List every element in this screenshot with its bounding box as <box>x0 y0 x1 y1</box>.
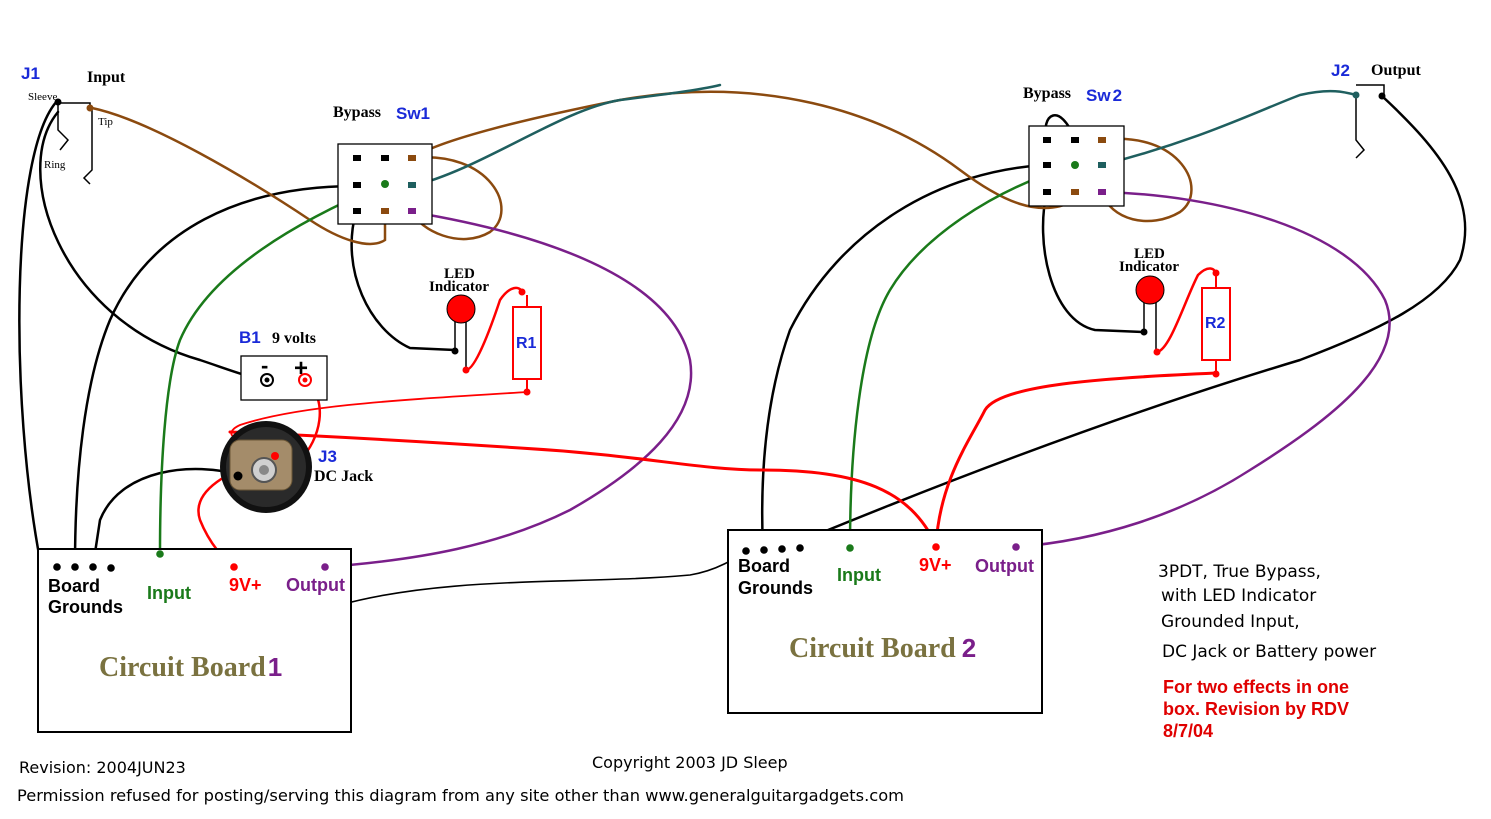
wire-j1-ring-battery <box>39 110 269 382</box>
board2-grounds-line2: Grounds <box>738 578 813 598</box>
wire-sw2-ground <box>761 163 1049 552</box>
wire-brown-sw1-loop <box>410 156 503 241</box>
wire-teal-sw1-sw2 <box>410 83 722 188</box>
j3-ref: J3 <box>318 447 337 466</box>
j1-sleeve-label: Sleeve <box>28 91 57 103</box>
wire-teal-sw2-j2 <box>1100 89 1358 167</box>
led1 <box>446 294 476 374</box>
r2-ref: R2 <box>1205 315 1226 332</box>
wire-j1-sleeve-ground <box>18 98 60 569</box>
jack-j2 <box>1355 84 1385 159</box>
notes-red2: box. Revision by RDV <box>1163 699 1349 719</box>
led2-label-line1: LED <box>1134 246 1165 262</box>
board1-grounds-line1: Board <box>48 576 100 596</box>
wire-red-r1-bus <box>230 391 528 441</box>
wire-sw1-led1 <box>350 210 457 352</box>
notes-line3: Grounded Input, <box>1161 612 1300 632</box>
led2-label-line2: Indicator <box>1119 259 1179 275</box>
circuit-board-2 <box>727 529 1043 714</box>
board1-9v-label: 9V+ <box>229 575 262 595</box>
resistor-r1 <box>512 288 542 396</box>
b1-ref: B1 <box>239 328 261 347</box>
revision-text: Revision: 2004JUN23 <box>19 758 186 777</box>
j2-title: Output <box>1371 62 1421 79</box>
j1-tip-label: Tip <box>98 116 113 128</box>
b1-minus: - <box>261 353 268 378</box>
wire-green-sw1-input <box>158 182 387 555</box>
wire-brown-tip-sw1 <box>90 106 387 246</box>
sw1-title: Bypass <box>333 104 381 121</box>
r1-ref: R1 <box>516 335 537 352</box>
j2-sleeve-terminal <box>1378 92 1386 100</box>
board2-input-label: Input <box>837 565 881 585</box>
board1-grounds-line2: Grounds <box>48 597 123 617</box>
j1-ref: J1 <box>21 64 40 83</box>
notes-red3: 8/7/04 <box>1163 721 1213 741</box>
wire-brown-sw2-loop <box>1100 137 1193 223</box>
sw1-lugs <box>353 155 416 214</box>
board2-9v-label: 9V+ <box>919 555 952 575</box>
permission-text: Permission refused for posting/serving t… <box>17 786 904 805</box>
wire-red-led1-r1 <box>464 286 524 372</box>
circuit-board-1 <box>37 548 352 733</box>
j2-tip-terminal <box>1352 91 1360 99</box>
notes-line1: 3PDT, True Bypass, <box>1158 562 1321 582</box>
notes-line2: with LED Indicator <box>1161 586 1316 606</box>
board2-terminals <box>742 543 1020 555</box>
sw2-title: Bypass <box>1023 85 1071 102</box>
resistor-r2 <box>1201 269 1231 378</box>
notes-red1: For two effects in one <box>1163 677 1349 697</box>
led2 <box>1135 275 1165 356</box>
led1-label-line1: LED <box>444 266 475 282</box>
wire-purple-sw2-output <box>1015 190 1391 549</box>
j1-ring-label: Ring <box>44 159 66 171</box>
j3-label: DC Jack <box>314 468 373 485</box>
wire-purple-sw1-output <box>323 210 693 569</box>
copyright-text: Copyright 2003 JD Sleep <box>592 753 788 772</box>
wire-green-sw2-input <box>848 163 1077 549</box>
board1-terminals <box>53 550 329 572</box>
wire-sw2-led2 <box>1041 190 1145 334</box>
board1-output-label: Output <box>286 575 345 595</box>
j2-ref: J2 <box>1331 61 1350 80</box>
wire-red-bus-board2 <box>228 430 938 547</box>
wire-sw1-ground <box>73 184 358 567</box>
board2-output-label: Output <box>975 556 1034 576</box>
j1-sleeve-terminal <box>54 98 62 106</box>
j1-tip-terminal <box>86 104 94 112</box>
j1-title: Input <box>87 69 126 86</box>
sw1-ref: Sw1 <box>396 104 430 123</box>
sw2-lugs <box>1043 137 1106 195</box>
wire-red-r2-board2 <box>934 371 1218 547</box>
board1-title: Circuit Board1 <box>99 652 282 683</box>
led1-label-line2: Indicator <box>429 279 489 295</box>
dc-jack-j3 <box>220 421 312 513</box>
battery-b1 <box>240 355 328 401</box>
b1-label: 9 volts <box>272 330 316 347</box>
wire-j2-sleeve-ground <box>780 94 1467 551</box>
board1-input-label: Input <box>147 583 191 603</box>
board2-grounds-line1: Board <box>738 556 790 576</box>
wire-brown-sw1-sw2 <box>410 90 1077 210</box>
wire-red-led2-r2 <box>1155 267 1218 354</box>
jack-j1 <box>57 102 93 185</box>
notes-line4: DC Jack or Battery power <box>1162 642 1376 662</box>
